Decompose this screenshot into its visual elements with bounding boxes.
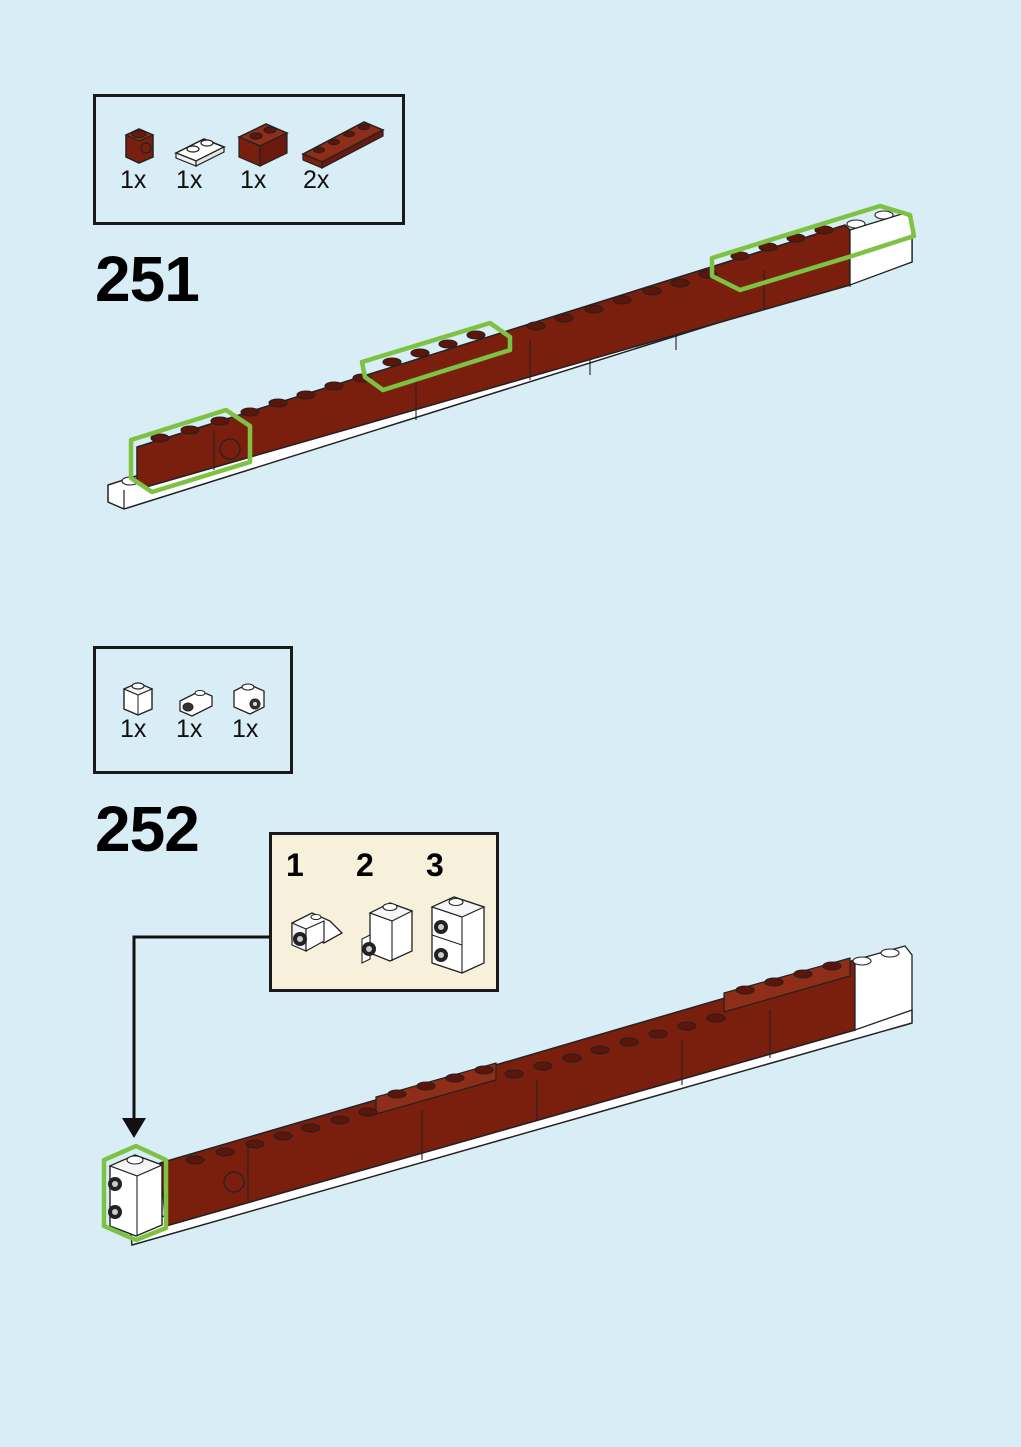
white-headlight-assembly — [108, 1155, 162, 1236]
